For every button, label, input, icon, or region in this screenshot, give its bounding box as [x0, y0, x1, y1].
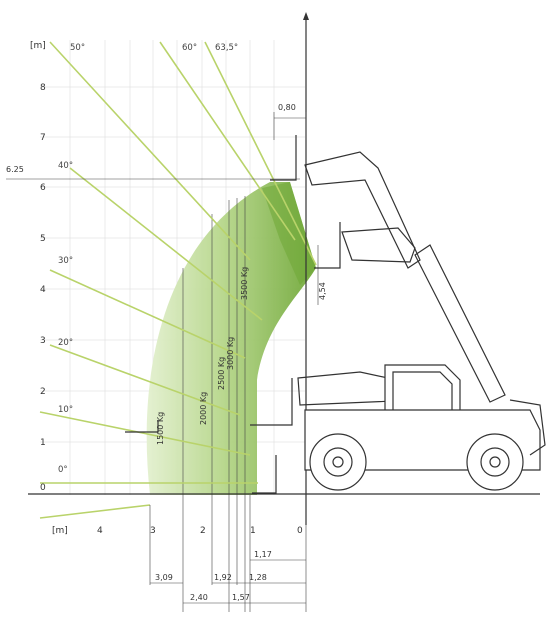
angle-label-0: 0° — [58, 465, 68, 475]
angle-rays — [39, 41, 317, 519]
angle-label-30: 30° — [58, 256, 73, 266]
y-tick-1: 1 — [40, 438, 46, 448]
angle-label-20: 20° — [58, 338, 73, 348]
bottom-dimensions: 1,17 1,28 1,92 1,57 2,40 3,09 — [149, 495, 307, 612]
x-axis-labels: [m] 4 3 2 1 0 — [52, 526, 303, 536]
y-tick-0: 0 — [40, 483, 46, 493]
load-zone-peak — [262, 182, 316, 285]
load-label-3000: 3000 Kg — [226, 337, 235, 370]
dim-1-57: 1,57 — [232, 593, 250, 602]
y-tick-5: 5 — [40, 234, 46, 244]
x-tick-1: 1 — [250, 526, 256, 536]
y-tick-7: 7 — [40, 133, 46, 143]
load-label-2500: 2500 Kg — [217, 357, 226, 390]
dim-0-80: 0,80 — [278, 103, 296, 112]
angle-label-50: 50° — [70, 43, 85, 53]
load-zone-area — [146, 182, 316, 495]
x-tick-4: 4 — [97, 526, 103, 536]
load-zone-labels: 1500 Kg 2000 Kg 2500 Kg 3000 Kg 3500 Kg — [156, 267, 249, 445]
load-label-3500: 3500 Kg — [240, 267, 249, 300]
load-label-1500: 1500 Kg — [156, 412, 165, 445]
x-axis-unit: [m] — [52, 526, 68, 536]
x-tick-2: 2 — [200, 526, 206, 536]
angle-label-10: 10° — [58, 405, 73, 415]
angle-label-63-5: 63,5° — [215, 43, 238, 53]
dim-4-54: 4,54 — [318, 282, 327, 300]
dim-1-92: 1,92 — [214, 573, 232, 582]
load-label-2000: 2000 Kg — [199, 392, 208, 425]
dim-3-09: 3,09 — [155, 573, 173, 582]
y-axis-labels: [m] 8 7 6 5 4 3 2 1 0 6.25 — [6, 41, 300, 493]
y-tick-6: 6 — [40, 183, 46, 193]
y-axis-unit: [m] — [30, 41, 46, 51]
angle-label-60: 60° — [182, 43, 197, 53]
forks — [125, 135, 341, 494]
load-zone-boundaries — [182, 196, 246, 495]
y-tick-3: 3 — [40, 336, 46, 346]
y-tick-4: 4 — [40, 285, 46, 295]
angle-labels: 50° 60° 63,5° 40° 30° 20° 10° 0° — [58, 43, 238, 475]
y-tick-8: 8 — [40, 83, 46, 93]
telehandler-machine — [297, 151, 546, 491]
x-tick-3: 3 — [150, 526, 156, 536]
dim-1-28: 1,28 — [249, 573, 267, 582]
angle-label-40: 40° — [58, 161, 73, 171]
y-tick-2: 2 — [40, 387, 46, 397]
dimension-callouts: 0,80 4,54 — [273, 103, 327, 305]
height-marker-label: 6.25 — [6, 165, 24, 174]
dim-1-17: 1,17 — [254, 550, 272, 559]
x-tick-0: 0 — [297, 526, 303, 536]
dim-2-40: 2,40 — [190, 593, 208, 602]
